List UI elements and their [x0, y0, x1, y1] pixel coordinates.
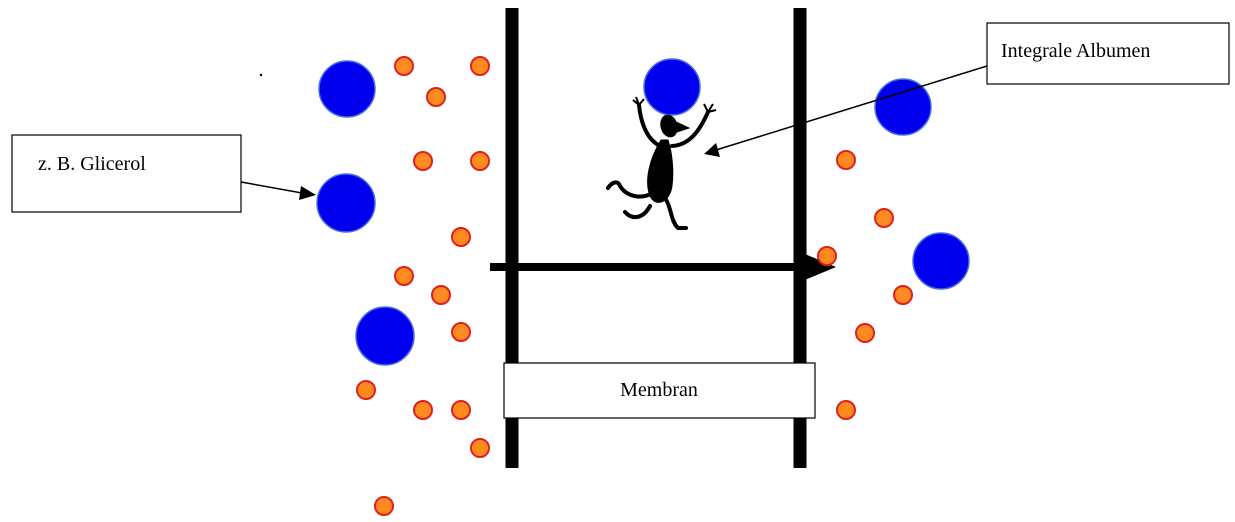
membrane-label-box: Membran	[503, 362, 816, 419]
small-molecule	[426, 87, 446, 107]
transport-arrow	[490, 252, 836, 282]
large-molecule	[912, 232, 970, 290]
small-molecule	[413, 151, 433, 171]
small-molecule	[470, 151, 490, 171]
small-molecule	[470, 56, 490, 76]
small-molecule	[451, 227, 471, 247]
small-molecule	[413, 400, 433, 420]
small-molecule	[893, 285, 913, 305]
large-molecule	[874, 78, 932, 136]
large-molecule	[643, 58, 701, 116]
large-molecules	[316, 58, 970, 366]
small-molecule	[374, 496, 394, 516]
glycerol-pointer	[240, 181, 316, 200]
small-molecule	[451, 322, 471, 342]
small-molecule	[394, 56, 414, 76]
small-molecule	[431, 285, 451, 305]
protein-label: Integrale Albumen	[1001, 40, 1150, 62]
small-molecule	[855, 323, 875, 343]
stray-dot	[259, 73, 263, 77]
small-molecules	[356, 56, 913, 516]
small-molecule	[356, 380, 376, 400]
protein-pointer	[704, 65, 988, 157]
glycerol-label-box: z. B. Glicerol	[11, 134, 242, 213]
small-molecule	[836, 150, 856, 170]
membrane-label: Membran	[620, 379, 698, 401]
large-molecule	[355, 306, 415, 366]
small-molecule	[394, 266, 414, 286]
small-molecule	[874, 208, 894, 228]
small-molecule	[836, 400, 856, 420]
small-molecule	[817, 246, 837, 266]
small-molecule	[470, 438, 490, 458]
small-molecule	[451, 400, 471, 420]
glycerol-label: z. B. Glicerol	[38, 153, 146, 175]
protein-label-box: Integrale Albumen	[986, 22, 1230, 85]
large-molecule	[316, 173, 376, 233]
large-molecule	[318, 60, 376, 118]
dancing-figure-icon	[606, 96, 717, 230]
